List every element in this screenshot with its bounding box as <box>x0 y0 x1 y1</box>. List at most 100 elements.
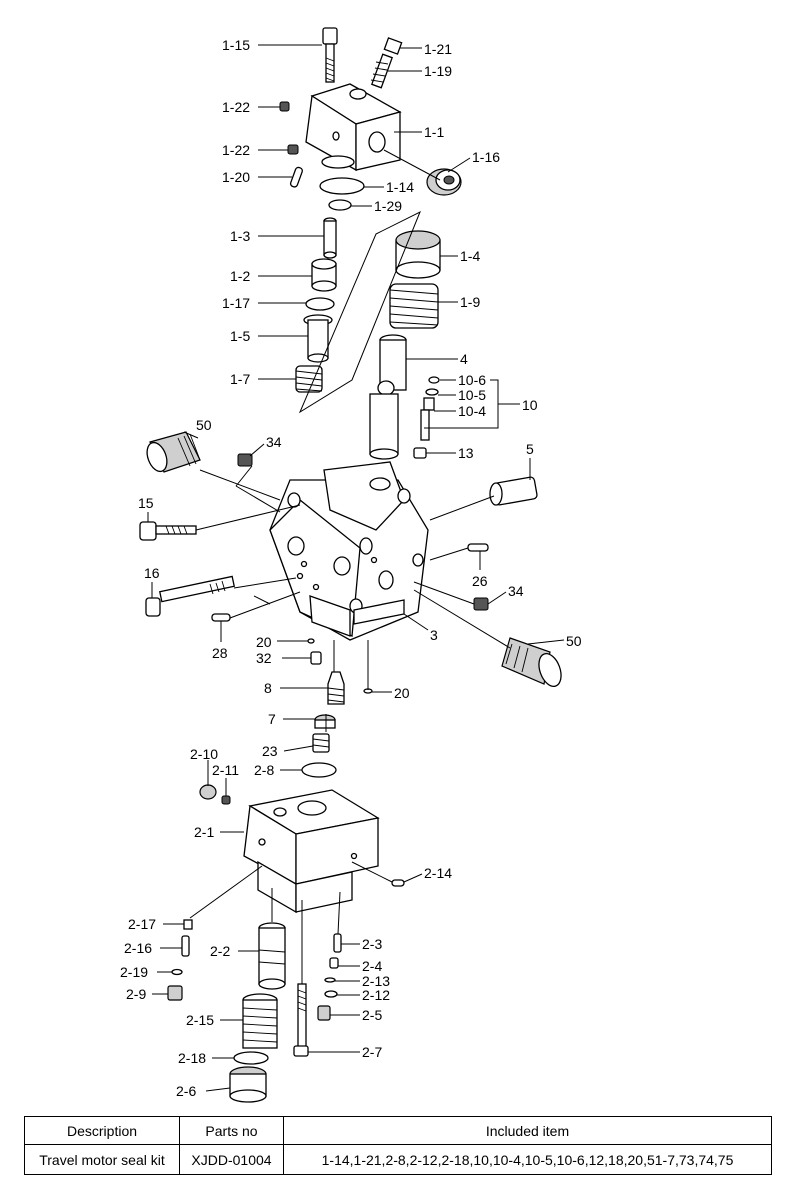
part-4-sleeve <box>369 334 407 460</box>
part-2-18-oring <box>233 1051 269 1065</box>
label-2-13: 2-13 <box>362 973 390 989</box>
label-1-14: 1-14 <box>386 179 414 195</box>
part-2-2-spool <box>258 922 286 990</box>
part-26-pin <box>467 543 489 552</box>
label-1-29: 1-29 <box>374 198 402 214</box>
label-10-6: 10-6 <box>458 372 486 388</box>
label-1-5: 1-5 <box>230 328 250 344</box>
part-28-pin <box>211 613 231 622</box>
part-2-16-pin <box>181 935 190 957</box>
part-1-14-oring <box>319 177 365 195</box>
label-1-2: 1-2 <box>230 268 250 284</box>
part-13-plug <box>413 447 427 459</box>
part-16-bolt <box>145 575 236 617</box>
label-13: 13 <box>458 445 474 461</box>
part-2-5-plug <box>317 1005 331 1021</box>
label-2-11: 2-11 <box>212 762 239 778</box>
part-1-17-ring <box>305 297 335 311</box>
label-2-1: 2-1 <box>194 824 214 840</box>
part-2-14-pin <box>391 879 405 887</box>
exploded-parts-diagram: 1-15 1-21 1-19 1-22 1-1 1-22 1-16 1-20 1… <box>120 27 582 1103</box>
part-2-6-plug <box>229 1066 267 1103</box>
label-2-7: 2-7 <box>362 1044 382 1060</box>
part-20-ring-a <box>307 638 315 644</box>
part-2-10-plug <box>199 784 217 800</box>
label-23: 23 <box>262 743 278 759</box>
label-2-12: 2-12 <box>362 987 390 1003</box>
label-1-17: 1-17 <box>222 295 250 311</box>
part-5-valve <box>489 476 538 506</box>
label-2-15: 2-15 <box>186 1012 214 1028</box>
label-1-22-b: 1-22 <box>222 142 250 158</box>
label-5: 5 <box>526 441 534 457</box>
label-32: 32 <box>256 650 272 666</box>
label-20-a: 20 <box>256 634 272 650</box>
part-32-plug <box>310 651 322 665</box>
part-50-valve-a <box>146 431 201 473</box>
part-3-body <box>269 461 429 641</box>
part-2-17-screw <box>183 919 193 930</box>
header-parts-no: Parts no <box>179 1116 284 1145</box>
label-34-b: 34 <box>508 583 524 599</box>
label-3: 3 <box>430 627 438 643</box>
part-1-1-block <box>305 83 402 172</box>
part-2-15-sleeve <box>242 993 278 1049</box>
cell-parts-no: XJDD-01004 <box>179 1144 284 1175</box>
label-16: 16 <box>144 565 160 581</box>
label-10-4: 10-4 <box>458 403 486 419</box>
label-2-19: 2-19 <box>120 964 148 980</box>
header-included-item: Included item <box>283 1116 772 1145</box>
label-1-3: 1-3 <box>230 228 250 244</box>
part-7-sleeve <box>314 714 336 729</box>
label-50-b: 50 <box>566 633 582 649</box>
label-2-18: 2-18 <box>178 1050 206 1066</box>
part-34-plug-b <box>473 597 489 611</box>
part-1-16-plug <box>426 168 462 196</box>
part-1-29-oring <box>328 199 352 211</box>
part-2-7-bolt <box>293 983 309 1057</box>
part-1-15-bolt <box>322 27 338 83</box>
label-1-20: 1-20 <box>222 169 250 185</box>
part-1-21-cap <box>383 37 403 55</box>
part-50-valve-b <box>501 637 562 687</box>
part-15-bolt <box>139 521 197 541</box>
label-28: 28 <box>212 645 228 661</box>
label-10-5: 10-5 <box>458 387 486 403</box>
seal-kit-table: Description Parts no Included item Trave… <box>24 1116 772 1175</box>
label-1-1: 1-1 <box>424 124 444 140</box>
part-34-plug-a <box>237 453 253 467</box>
cell-included-item: 1-14,1-21,2-8,2-12,2-18,10,10-4,10-5,10-… <box>283 1144 772 1175</box>
part-2-13-ring <box>324 977 336 983</box>
part-23-plug <box>312 733 330 753</box>
label-1-16: 1-16 <box>472 149 500 165</box>
label-2-16: 2-16 <box>124 940 152 956</box>
label-1-7: 1-7 <box>230 371 250 387</box>
part-1-19-screw <box>370 53 394 89</box>
assembly-frame-outline <box>298 210 421 414</box>
label-2-9: 2-9 <box>126 986 146 1002</box>
header-description: Description <box>24 1116 180 1145</box>
label-34-a: 34 <box>266 434 282 450</box>
cell-description: Travel motor seal kit <box>24 1144 180 1175</box>
part-10-check-valve <box>420 376 440 441</box>
label-2-14: 2-14 <box>424 865 452 881</box>
part-2-12-ring <box>324 990 338 998</box>
label-2-4: 2-4 <box>362 958 382 974</box>
part-1-22-plug-b <box>287 144 299 155</box>
label-4: 4 <box>460 351 468 367</box>
part-1-9-spring <box>389 283 439 329</box>
part-8-poppet <box>327 671 345 705</box>
label-2-10: 2-10 <box>190 746 218 762</box>
leader-lines <box>147 44 565 1092</box>
label-20-b: 20 <box>394 685 410 701</box>
part-2-3-pin <box>333 933 342 953</box>
part-2-4-spring <box>329 957 339 969</box>
part-1-2-sleeve <box>311 258 337 292</box>
label-10: 10 <box>522 397 538 413</box>
label-50-a: 50 <box>196 417 212 433</box>
table-row: Travel motor seal kit XJDD-01004 1-14,1-… <box>24 1144 772 1175</box>
part-labels: 1-15 1-21 1-19 1-22 1-1 1-22 1-16 1-20 1… <box>120 37 582 1099</box>
label-1-21: 1-21 <box>424 41 452 57</box>
label-1-22-a: 1-22 <box>222 99 250 115</box>
part-2-19-ring <box>171 968 183 976</box>
